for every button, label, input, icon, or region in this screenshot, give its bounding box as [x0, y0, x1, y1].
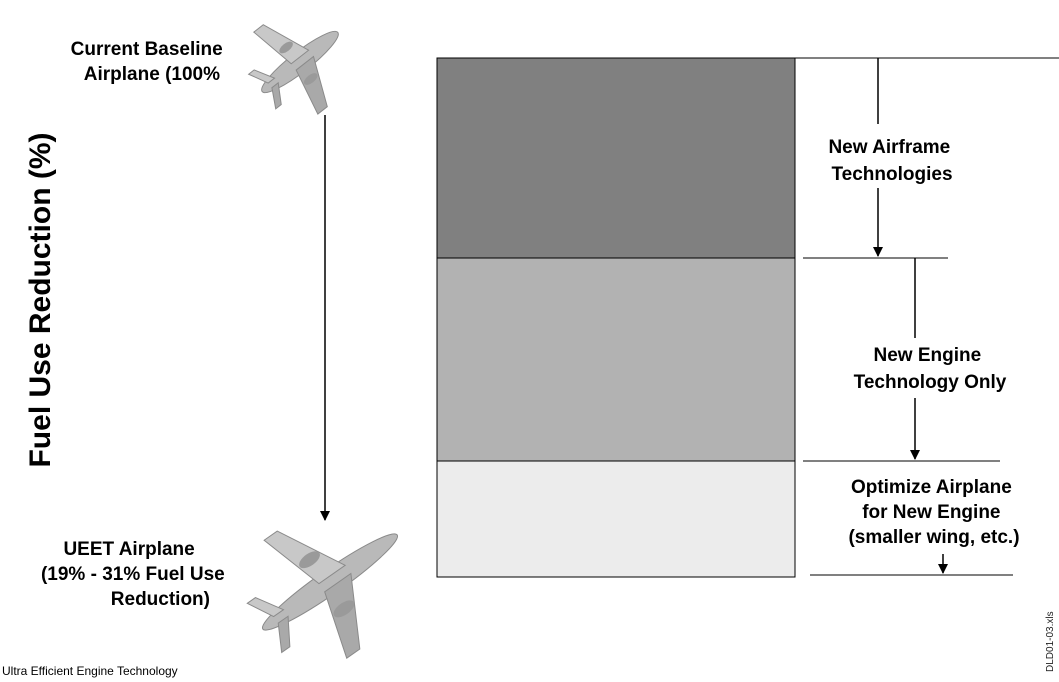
ueet-label-line-1: UEET Airplane: [63, 539, 194, 560]
baseline-label: Current Baseline Airplane (100%: [71, 39, 228, 85]
ueet-label: UEET Airplane (19% - 31% Fuel Use Reduct…: [41, 539, 230, 610]
segment-new-airframe: [436, 57, 796, 259]
segment-optimize-airplane: [436, 460, 796, 578]
y-axis-label: Fuel Use Reduction (%): [24, 132, 57, 467]
ueet-airplane-image: [246, 530, 399, 659]
optimize-label: Optimize Airplane for New Engine (smalle…: [848, 477, 1019, 548]
baseline-label-line-2: Airplane (100%: [84, 64, 220, 85]
optimize-label-line-2: for New Engine: [862, 502, 1000, 523]
optimize-label-line-3: (smaller wing, etc.): [848, 527, 1019, 548]
engine-label-line-1: New Engine: [874, 345, 982, 366]
engine-label-line-2: Technology Only: [854, 372, 1007, 393]
airframe-label: New Airframe Technologies: [828, 137, 955, 185]
baseline-label-line-1: Current Baseline: [71, 39, 223, 60]
ueet-label-line-3: Reduction): [111, 589, 210, 610]
ueet-label-line-2: (19% - 31% Fuel Use: [41, 564, 225, 585]
footer-text: Ultra Efficient Engine Technology: [2, 664, 178, 678]
optimize-label-line-1: Optimize Airplane: [851, 477, 1012, 498]
airframe-label-line-1: New Airframe: [828, 137, 950, 158]
baseline-airplane-image: [247, 24, 339, 115]
airframe-label-line-2: Technologies: [831, 164, 952, 185]
engine-label: New Engine Technology Only: [854, 345, 1007, 393]
side-reference: DLD01-03.xls: [1045, 611, 1056, 672]
segment-new-engine: [436, 257, 796, 462]
